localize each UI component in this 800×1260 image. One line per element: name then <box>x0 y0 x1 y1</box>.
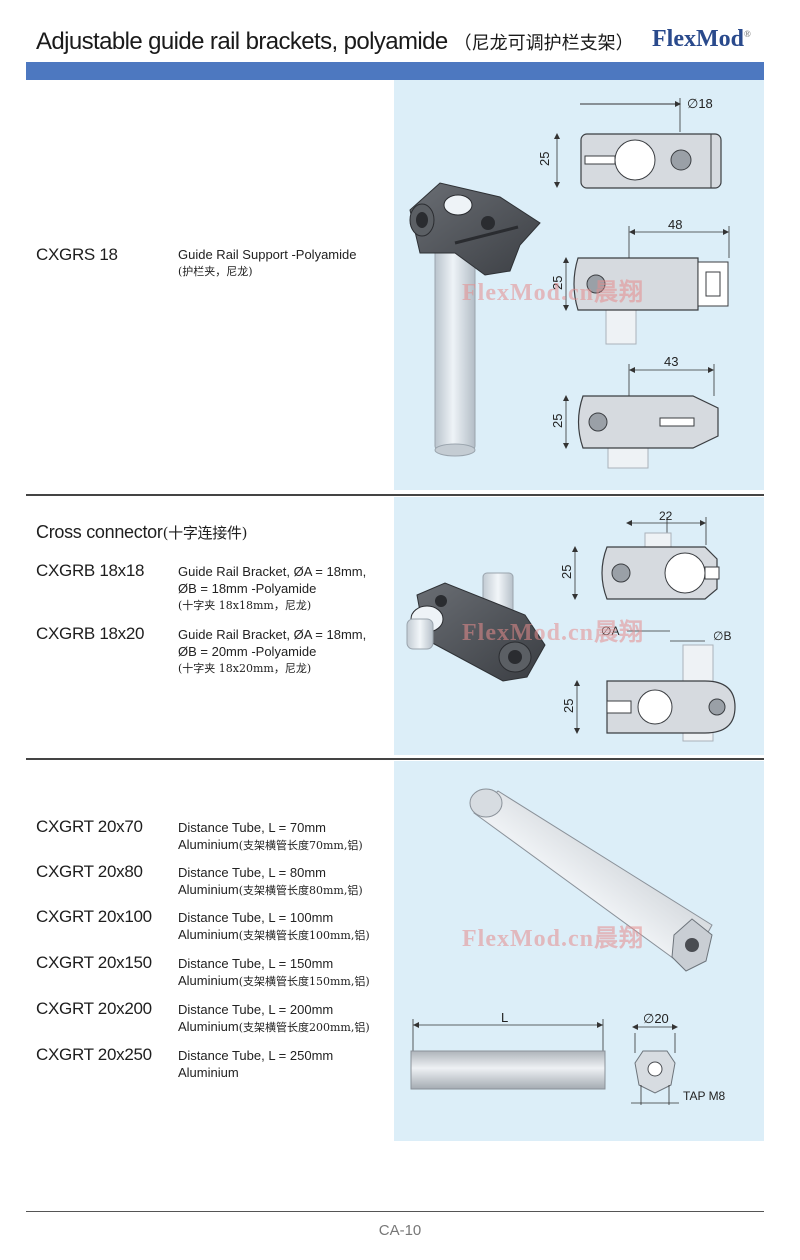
dim-h2: 25 <box>550 276 565 290</box>
dim-h1: 25 <box>537 152 552 166</box>
item-description: Guide Rail Bracket, ØA = 18mm, ØB = 20mm… <box>178 626 366 677</box>
item-desc-cn: (支架横管长度80mm,铝) <box>238 884 363 897</box>
section-title-text: Cross connector <box>36 522 163 542</box>
dim-a: ∅A <box>601 624 619 638</box>
watermark: FlexMod.cn晨翔 <box>462 280 644 306</box>
item-description: Distance Tube, L = 70mm Aluminium(支架横管长度… <box>178 819 363 854</box>
item-desc-line: Distance Tube, L = 70mm <box>178 820 327 835</box>
item-desc-material: Aluminium <box>178 1019 239 1034</box>
page-number: CA-10 <box>378 1222 422 1239</box>
page-title-cn: （尼龙可调护栏支架） <box>453 33 634 54</box>
item-code: CXGRT 20x200 <box>36 999 152 1018</box>
dim-h2-cross: 25 <box>561 699 576 713</box>
header-bar <box>26 62 764 80</box>
section-title: Cross connector(十字连接件) <box>36 522 247 543</box>
distance-tube-3d-image <box>469 788 713 972</box>
guide-rail-support-3d-image <box>409 182 541 457</box>
item-description: Guide Rail Support -Polyamide (护栏夹，尼龙) <box>178 246 356 280</box>
item-desc-line: Distance Tube, L = 150mm <box>178 956 334 971</box>
item-desc-line: Guide Rail Support -Polyamide <box>178 247 357 262</box>
dim-b: ∅B <box>713 629 731 643</box>
dim-h1-cross: 25 <box>559 565 574 579</box>
item-desc-material: Aluminium <box>178 1065 239 1080</box>
dim-w1: 22 <box>659 509 673 523</box>
dim-w3: 43 <box>664 354 678 369</box>
brand-logo: FlexMod® <box>652 26 751 53</box>
support-drawing-side: 48 25 <box>550 218 730 345</box>
item-code: CXGRB 18x18 <box>36 561 145 580</box>
item-desc-line: Guide Rail Bracket, ØA = 18mm, <box>178 627 367 642</box>
dim-tap: TAP M8 <box>683 1089 726 1103</box>
section-divider <box>26 494 764 496</box>
item-desc-cn: (十字夹 18x18mm，尼龙) <box>178 599 312 612</box>
item-desc-cn: (十字夹 18x20mm，尼龙) <box>178 662 312 675</box>
svg-text:∅18: ∅18 <box>687 96 713 111</box>
watermark: FlexMod.cn晨翔 <box>462 926 644 952</box>
item-code: CXGRT 20x250 <box>36 1045 152 1064</box>
item-code: CXGRS 18 <box>36 245 118 264</box>
item-description: Distance Tube, L = 200mm Aluminium(支架横管长… <box>178 1001 370 1036</box>
item-desc-cn: (护栏夹，尼龙) <box>178 265 253 278</box>
item-desc-line: Distance Tube, L = 200mm <box>178 1002 334 1017</box>
item-desc-line: Distance Tube, L = 250mm <box>178 1048 334 1063</box>
distance-tube-drawing: L ∅20 TAP M8 <box>410 1010 726 1105</box>
item-desc-material: Aluminium <box>178 927 239 942</box>
dim-symbol: ∅ <box>687 96 698 111</box>
item-code: CXGRT 20x150 <box>36 953 152 972</box>
item-desc-material: Aluminium <box>178 837 239 852</box>
dim-h3: 25 <box>550 414 565 428</box>
item-desc-line: Guide Rail Bracket, ØA = 18mm, <box>178 564 367 579</box>
item-desc-cn: (支架横管长度100mm,铝) <box>238 929 370 942</box>
item-desc-line: Distance Tube, L = 80mm <box>178 865 327 880</box>
item-description: Guide Rail Bracket, ØA = 18mm, ØB = 18mm… <box>178 563 366 614</box>
item-code: CXGRT 20x100 <box>36 907 152 926</box>
dim-d1: 18 <box>698 96 712 111</box>
item-code: CXGRT 20x70 <box>36 817 143 836</box>
item-description: Distance Tube, L = 150mm Aluminium(支架横管长… <box>178 955 370 990</box>
footer-divider <box>26 1211 764 1212</box>
brand-name: FlexMod <box>652 26 744 52</box>
dim-length: L <box>501 1010 508 1025</box>
page-title-text: Adjustable guide rail brackets, polyamid… <box>36 28 448 55</box>
item-desc-line: Distance Tube, L = 100mm <box>178 910 334 925</box>
section-title-cn: (十字连接件) <box>162 524 248 542</box>
support-drawing-bottom: 43 25 <box>550 354 719 469</box>
dim-w2: 48 <box>668 218 682 232</box>
cross-connector-drawing-bottom: ∅A ∅B 25 <box>561 624 736 742</box>
cross-connector-drawing-top: 22 25 <box>559 509 720 600</box>
item-desc-material: Aluminium <box>178 882 239 897</box>
item-desc-line: ØB = 18mm -Polyamide <box>178 581 317 596</box>
registered-mark: ® <box>743 29 751 39</box>
page-title: Adjustable guide rail brackets, polyamid… <box>36 28 634 56</box>
item-desc-cn: (支架横管长度150mm,铝) <box>238 975 370 988</box>
item-description: Distance Tube, L = 100mm Aluminium(支架横管长… <box>178 909 370 944</box>
support-drawing-top: ∅18 25 <box>537 96 722 189</box>
item-code: CXGRB 18x20 <box>36 624 145 643</box>
item-description: Distance Tube, L = 80mm Aluminium(支架横管长度… <box>178 864 363 899</box>
item-desc-cn: (支架横管长度200mm,铝) <box>238 1021 370 1034</box>
item-desc-cn: (支架横管长度70mm,铝) <box>238 839 363 852</box>
watermark: FlexMod.cn晨翔 <box>462 620 644 646</box>
item-code: CXGRT 20x80 <box>36 862 143 881</box>
cross-connector-3d-image <box>406 572 546 682</box>
item-description: Distance Tube, L = 250mm Aluminium <box>178 1047 333 1082</box>
item-desc-line: ØB = 20mm -Polyamide <box>178 644 317 659</box>
dim-dia: ∅20 <box>643 1011 669 1026</box>
section-divider <box>26 758 764 760</box>
item-desc-material: Aluminium <box>178 973 239 988</box>
